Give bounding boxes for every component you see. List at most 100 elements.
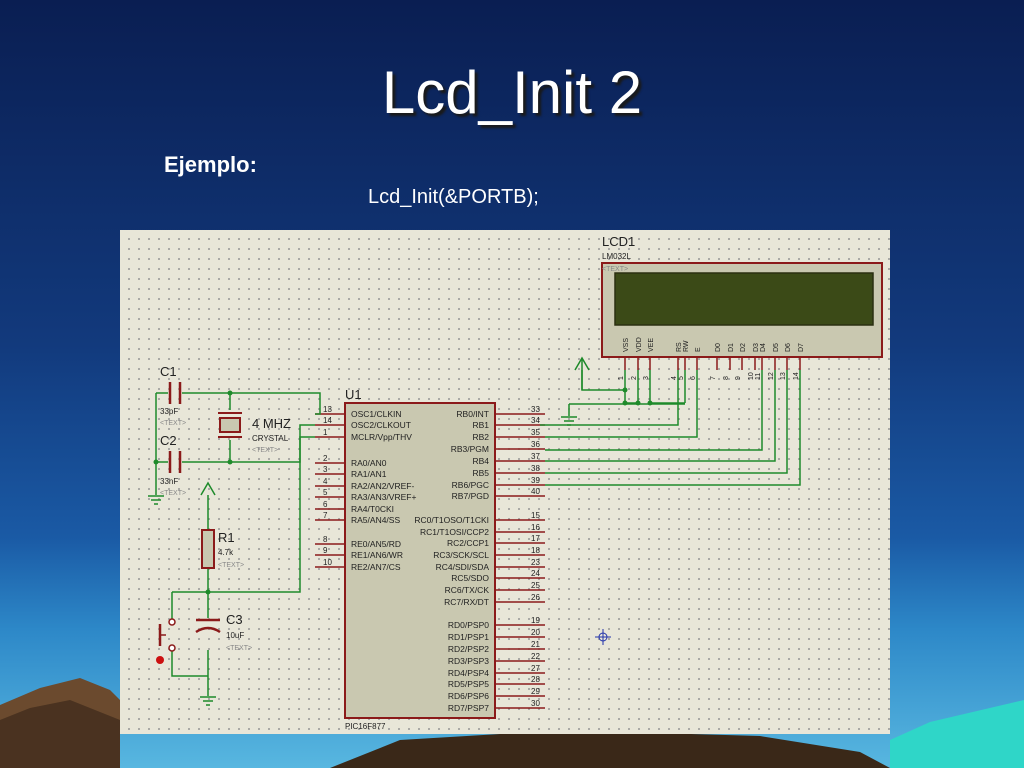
- lcd-pin-name: VEE: [648, 338, 655, 352]
- mcu-pin-name: RB7/PGD: [452, 491, 489, 501]
- lcd-module: LCD1 LM032L <TEXT> VSS1VDD2VEE3RS4RW5E6D…: [601, 234, 883, 380]
- mcu-pin-number: 6: [323, 500, 328, 509]
- r1-value: 4.7k: [218, 548, 234, 557]
- mcu-pin-number: 4: [323, 477, 328, 486]
- mcu-pin-name: RB4: [472, 456, 489, 466]
- wire-mclr: [172, 436, 315, 593]
- lcd-pin: E6: [690, 347, 702, 380]
- mcu-pin-name: RB3/PGM: [451, 444, 489, 454]
- lcd-pin-name: VSS: [623, 338, 630, 352]
- r1-text-tag: <TEXT>: [218, 562, 244, 569]
- lcd-pin-number: 6: [690, 376, 697, 380]
- mcu-pin-name: RC3/SCK/SCL: [433, 550, 489, 560]
- wires: [155, 370, 801, 696]
- mcu-pin-number: 29: [531, 687, 540, 696]
- lcd-pin-name: E: [695, 347, 702, 352]
- mcu-pin-name: RD0/PSP0: [448, 620, 489, 630]
- lcd-pin-name: D0: [715, 343, 722, 352]
- mcu-pin-name: RB2: [472, 432, 489, 442]
- lcd-pin: D29: [735, 343, 747, 380]
- mcu-part: PIC16F877: [345, 722, 386, 731]
- c3-value: 10uF: [226, 631, 244, 640]
- r1-ref: R1: [218, 530, 235, 545]
- c3-text-tag: <TEXT>: [226, 645, 252, 652]
- reset-pushbutton: [156, 618, 176, 664]
- wire-e: [545, 370, 698, 438]
- mcu-pin-number: 13: [323, 405, 332, 414]
- lcd-pin: RS 4: [671, 342, 683, 380]
- mcu-body: [344, 402, 496, 719]
- mcu-pin-number: 1: [323, 428, 328, 437]
- wire-d5: [545, 370, 776, 462]
- c1-text-tag: <TEXT>: [160, 420, 186, 427]
- mcu-pin-number: 33: [531, 405, 540, 414]
- example-label: Ejemplo:: [164, 152, 257, 177]
- lcd-part: LM032L: [602, 252, 631, 261]
- lcd-pin-number: 11: [755, 373, 762, 380]
- mcu-pin-name: RC1/T1OSI/CCP2: [420, 527, 489, 537]
- lcd-pin: D18: [723, 343, 735, 380]
- lcd-pin-number: 4: [671, 376, 678, 380]
- wire-osc1: [182, 392, 321, 415]
- mcu-pin-name: RB0/INT: [456, 409, 489, 419]
- mcu-pin-name: RE2/AN7/CS: [351, 562, 401, 572]
- mcu-pin-name: RA3/AN3/VREF+: [351, 492, 416, 502]
- circuit-diagram: LCD1 LM032L <TEXT> VSS1VDD2VEE3RS4RW5E6D…: [148, 234, 883, 731]
- mcu-pin-name: OSC2/CLKOUT: [351, 420, 411, 430]
- mcu-pin-name: RD4/PSP4: [448, 668, 489, 678]
- lcd-pins: VSS1VDD2VEE3RS4RW5E6D07D18D29D310D411D51…: [618, 337, 805, 380]
- mcu-left-pin: 14 OSC2/CLKOUT: [315, 416, 411, 430]
- mcu-pin-name: RA1/AN1: [351, 469, 387, 479]
- c2-ref: C2: [160, 433, 177, 448]
- lcd-pin: RW5: [678, 340, 690, 380]
- wire-osc2: [182, 424, 315, 463]
- landscape-decoration: [0, 678, 1024, 768]
- lcd-pin-name: D1: [728, 343, 735, 352]
- mcu-pin-number: 2: [323, 454, 328, 463]
- mcu-pin-number: 17: [531, 534, 540, 543]
- mcu-right-pins: 33RB0/INT34RB135RB236RB3/PGM37RB438RB539…: [414, 405, 545, 713]
- supply-symbols: [200, 356, 590, 496]
- lcd-pin-name: RS: [676, 342, 683, 352]
- mcu-pin-number: 25: [531, 581, 540, 590]
- mcu-pin-number: 37: [531, 452, 540, 461]
- mcu-pin-name: RC0/T1OSO/T1CKI: [414, 515, 489, 525]
- mcu-pin-number: 18: [531, 546, 540, 555]
- mcu-pin-name: OSC1/CLKIN: [351, 409, 402, 419]
- capacitor-c1: C1 33pF <TEXT>: [160, 364, 186, 427]
- mcu-pin-name: RD2/PSP2: [448, 644, 489, 654]
- mcu-pin-number: 40: [531, 487, 540, 496]
- mcu-pin-number: 38: [531, 464, 540, 473]
- lcd-pin-number: 9: [735, 376, 742, 380]
- mcu-pin-name: RB6/PGC: [452, 480, 489, 490]
- lcd-pin-number: 7: [710, 376, 717, 380]
- lcd-pin-number: 1: [618, 376, 625, 380]
- mcu-pin-number: 24: [531, 569, 540, 578]
- crystal-x1: 4 MHZ CRYSTAL <TEXT>: [218, 412, 291, 454]
- lcd-pin-number: 13: [780, 372, 787, 380]
- mcu-pin-number: 30: [531, 699, 540, 708]
- mcu-pin-number: 34: [531, 416, 540, 425]
- wire-d6: [545, 370, 788, 474]
- mcu-pin-name: RD5/PSP5: [448, 679, 489, 689]
- mcu-pin-number: 14: [323, 416, 332, 425]
